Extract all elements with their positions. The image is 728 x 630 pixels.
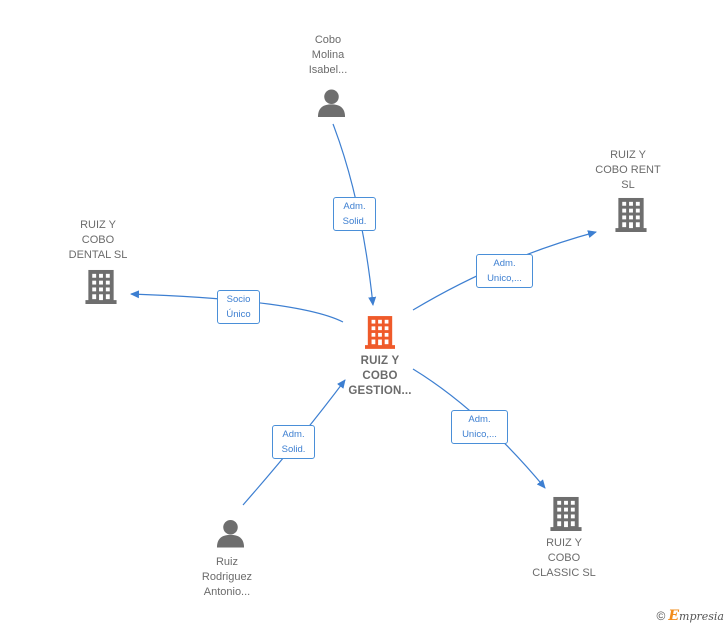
edge-label-cobo-to-center: Adm. Solid. bbox=[333, 197, 376, 231]
edge-label-center-to-rent: Adm. Unico,... bbox=[476, 254, 533, 288]
classic-label[interactable]: RUIZ Y COBO CLASSIC SL bbox=[532, 537, 596, 579]
edge-center-to-dental bbox=[130, 290, 344, 323]
ruiz-rodriguez-person-icon[interactable] bbox=[216, 519, 245, 548]
classic-building-icon[interactable] bbox=[550, 496, 582, 531]
rent-building-icon[interactable] bbox=[615, 197, 647, 232]
rent-label[interactable]: RUIZ Y COBO RENT SL bbox=[595, 149, 661, 191]
edge-label-ruiz-to-center: Adm. Solid. bbox=[272, 425, 315, 459]
dental-building-icon[interactable] bbox=[85, 269, 117, 304]
edge-label-center-to-classic: Adm. Unico,... bbox=[451, 410, 508, 444]
cobo-molina-label[interactable]: Cobo Molina Isabel... bbox=[308, 34, 348, 76]
ruiz-rodriguez-label[interactable]: Ruiz Rodriguez Antonio... bbox=[201, 556, 253, 598]
cobo-molina-person-icon[interactable] bbox=[317, 89, 346, 117]
center-node-label[interactable]: RUIZ Y COBO GESTION... bbox=[348, 355, 412, 397]
brand-initial: E bbox=[668, 608, 680, 624]
center-building-icon[interactable] bbox=[365, 316, 395, 349]
brand-name: Empresia bbox=[668, 608, 724, 624]
dental-label[interactable]: RUIZ Y COBO DENTAL SL bbox=[68, 219, 128, 261]
brand-rest: mpresia bbox=[679, 610, 724, 623]
edge-label-center-to-dental: Socio Único bbox=[217, 290, 260, 324]
footer-brand[interactable]: © Empresia bbox=[657, 608, 724, 624]
copyright-symbol: © bbox=[656, 609, 666, 623]
